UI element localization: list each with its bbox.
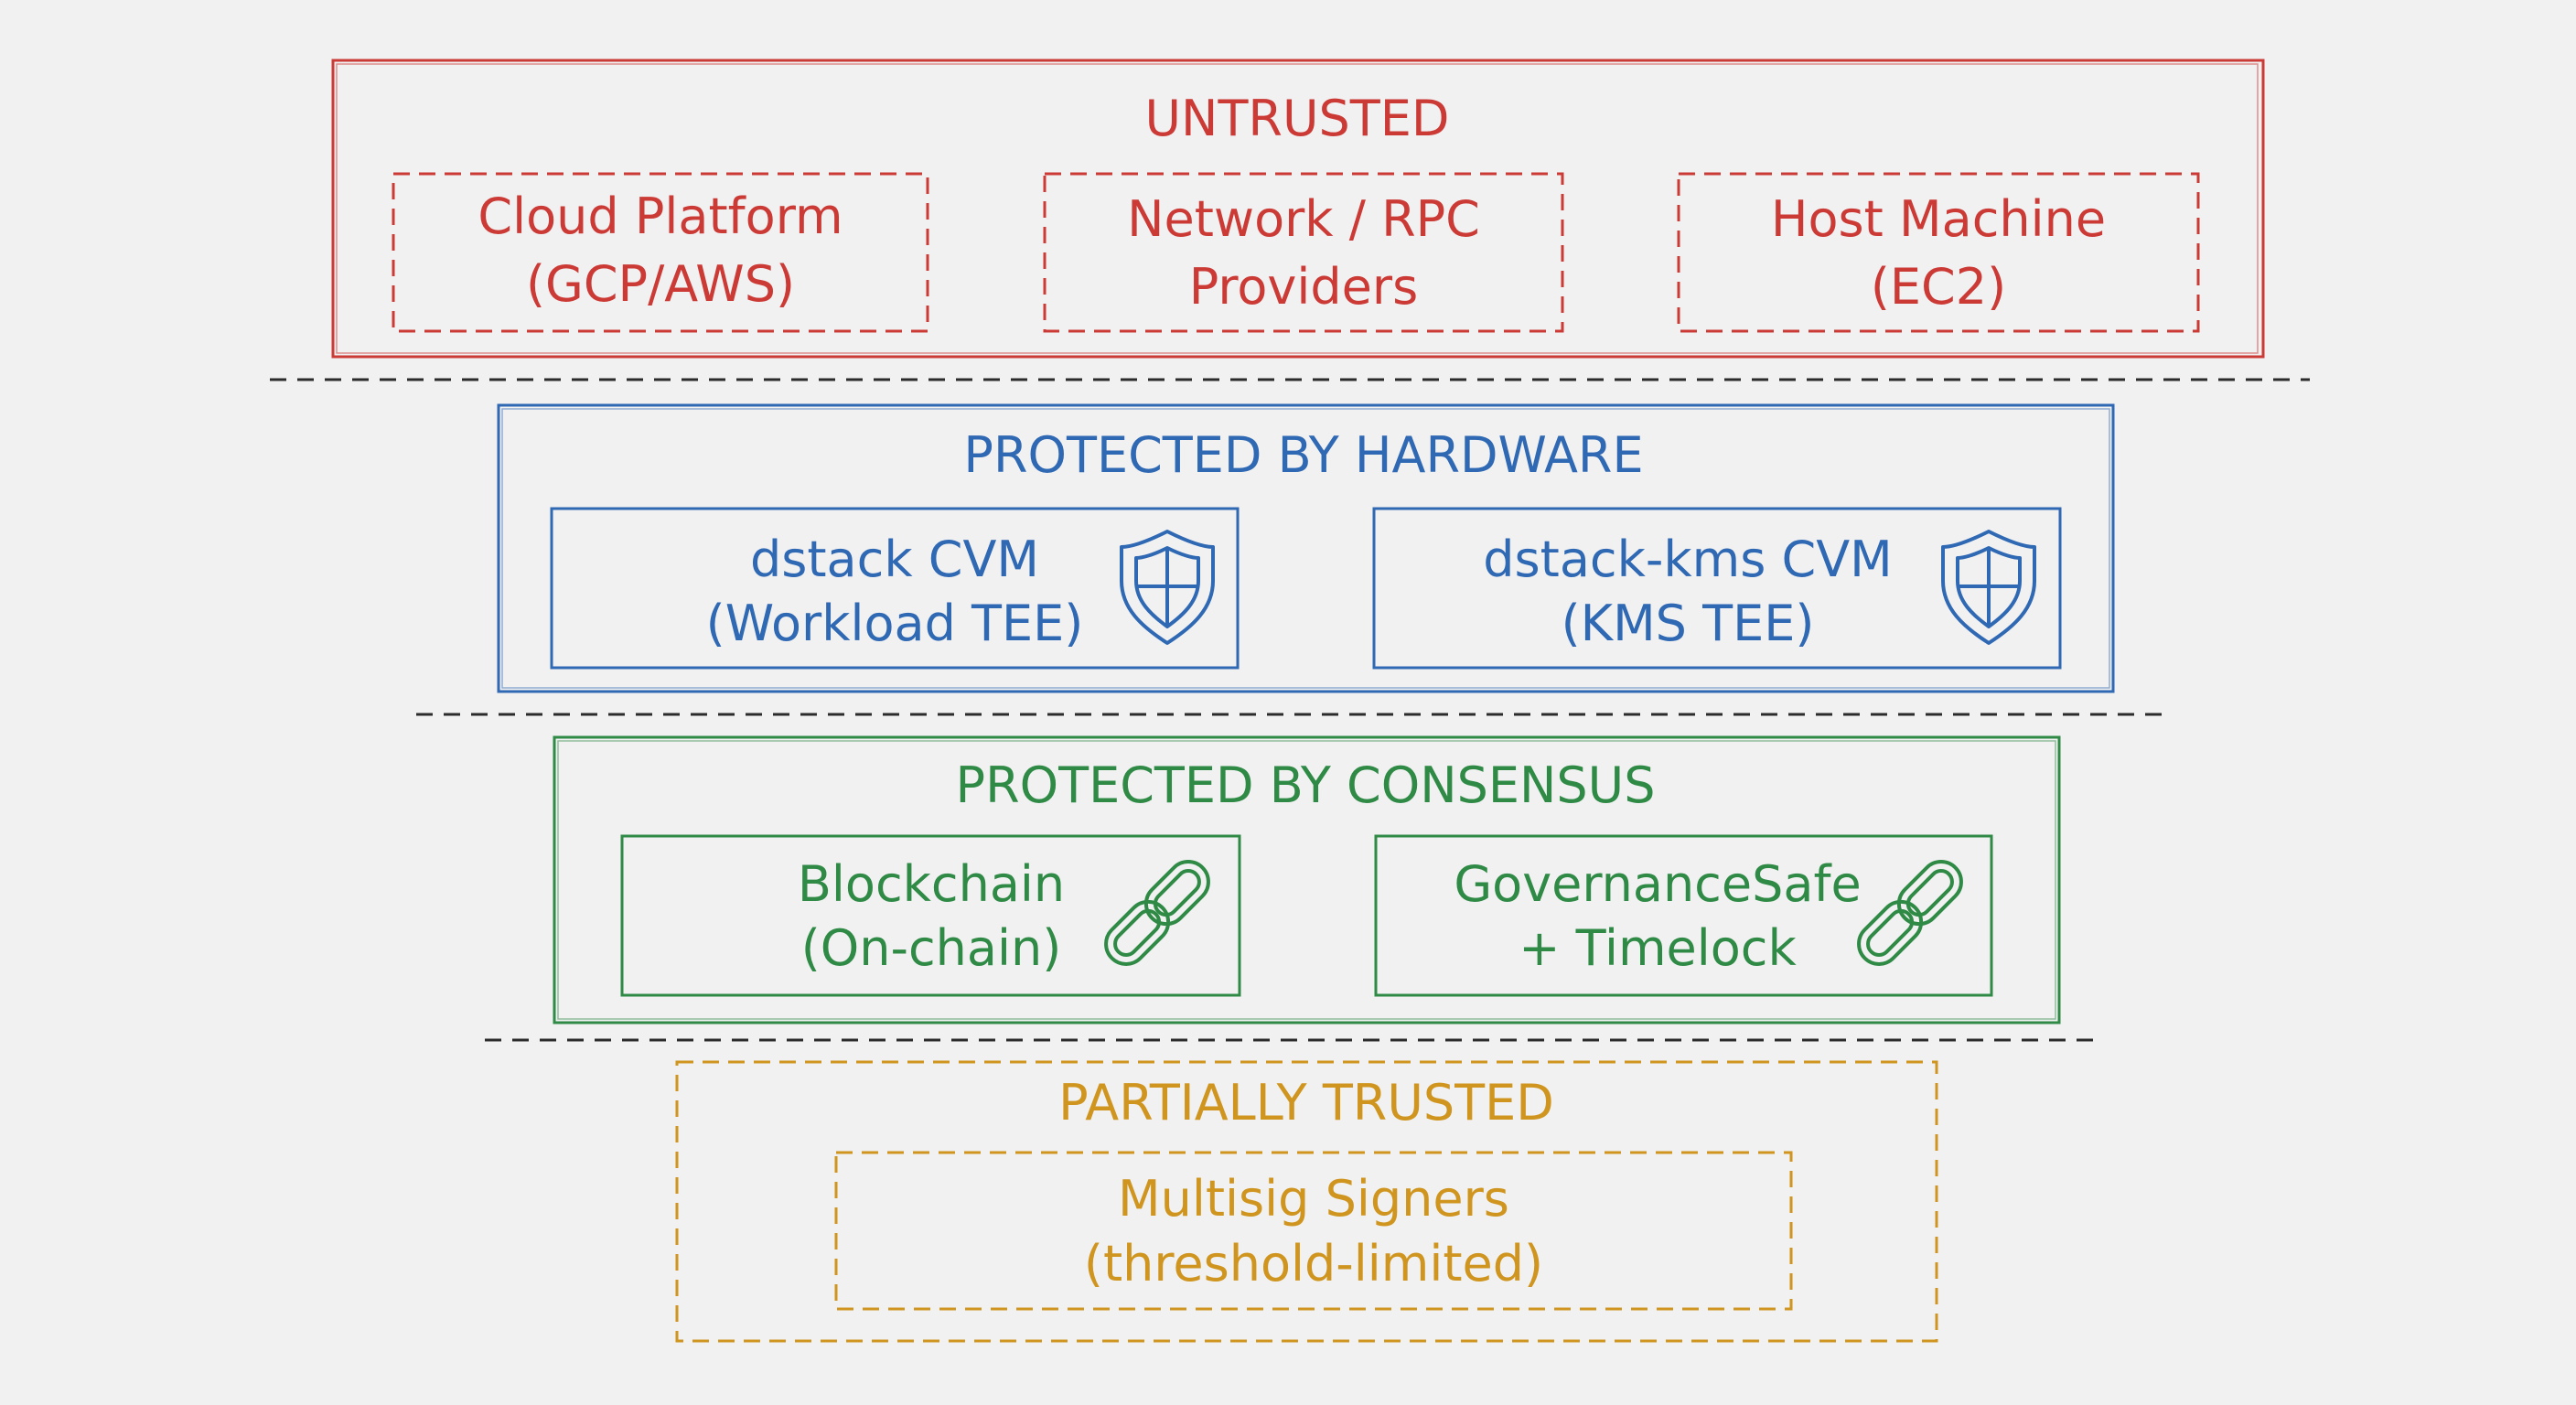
chain-link-icon	[1857, 860, 1963, 966]
multisig-signers-sublabel: (threshold-limited)	[1084, 1235, 1543, 1292]
dstack-kms-cvm-box: dstack-kms CVM (KMS TEE)	[1372, 507, 2062, 670]
dstack-kms-cvm-sublabel: (KMS TEE)	[1562, 595, 1815, 652]
governance-safe-label: GovernanceSafe	[1454, 855, 1861, 913]
network-rpc-sublabel: Providers	[1189, 258, 1418, 316]
governance-safe-box: GovernanceSafe + Timelock	[1374, 834, 1993, 997]
governance-safe-frame	[1374, 834, 1993, 997]
consensus-tier: PROTECTED BY CONSENSUS Blockchain (On-ch…	[553, 735, 2061, 1024]
cloud-platform-sublabel: (GCP/AWS)	[526, 255, 795, 313]
cloud-platform-frame	[392, 172, 929, 333]
cloud-platform-box: Cloud Platform (GCP/AWS)	[392, 172, 929, 333]
dstack-kms-cvm-label: dstack-kms CVM	[1483, 531, 1893, 588]
untrusted-frame-sketch	[336, 63, 2259, 354]
cloud-platform-label: Cloud Platform	[478, 188, 843, 245]
dstack-cvm-label: dstack CVM	[750, 531, 1039, 588]
consensus-title: PROTECTED BY CONSENSUS	[956, 756, 1656, 814]
blockchain-box: Blockchain (On-chain)	[620, 834, 1241, 997]
blockchain-sublabel: (On-chain)	[801, 919, 1062, 977]
dstack-cvm-box: dstack CVM (Workload TEE)	[550, 507, 1240, 670]
network-rpc-label: Network / RPC	[1127, 190, 1480, 248]
dstack-cvm-sublabel: (Workload TEE)	[706, 595, 1084, 652]
consensus-frame	[553, 735, 2061, 1024]
multisig-signers-label: Multisig Signers	[1118, 1170, 1509, 1228]
untrusted-tier: UNTRUSTED Cloud Platform (GCP/AWS) Netwo…	[331, 59, 2265, 359]
hardware-frame-sketch	[501, 408, 2110, 689]
multisig-signers-frame	[834, 1151, 1793, 1311]
host-machine-sublabel: (EC2)	[1871, 258, 2006, 316]
untrusted-title: UNTRUSTED	[1145, 90, 1450, 147]
blockchain-label: Blockchain	[798, 855, 1065, 913]
consensus-frame-sketch	[557, 740, 2056, 1020]
hardware-frame	[497, 403, 2115, 693]
network-rpc-box: Network / RPC Providers	[1043, 172, 1564, 333]
partially-trusted-tier: PARTIALLY TRUSTED Multisig Signers (thre…	[675, 1060, 1938, 1343]
governance-safe-sublabel: + Timelock	[1519, 919, 1797, 977]
hardware-title: PROTECTED BY HARDWARE	[963, 426, 1643, 484]
partially-trusted-title: PARTIALLY TRUSTED	[1058, 1074, 1554, 1132]
network-rpc-frame	[1043, 172, 1564, 333]
hardware-tier: PROTECTED BY HARDWARE dstack CVM (Worklo…	[497, 403, 2115, 693]
chain-link-icon	[1104, 860, 1210, 966]
host-machine-label: Host Machine	[1771, 190, 2106, 248]
shield-icon	[1120, 530, 1215, 645]
shield-icon	[1941, 530, 2036, 645]
dstack-kms-cvm-frame	[1372, 507, 2062, 670]
partially-trusted-frame	[675, 1060, 1938, 1343]
host-machine-frame	[1677, 172, 2200, 333]
blockchain-frame	[620, 834, 1241, 997]
dstack-cvm-frame	[550, 507, 1240, 670]
untrusted-frame	[331, 59, 2265, 359]
host-machine-box: Host Machine (EC2)	[1677, 172, 2200, 333]
multisig-signers-box: Multisig Signers (threshold-limited)	[834, 1151, 1793, 1311]
